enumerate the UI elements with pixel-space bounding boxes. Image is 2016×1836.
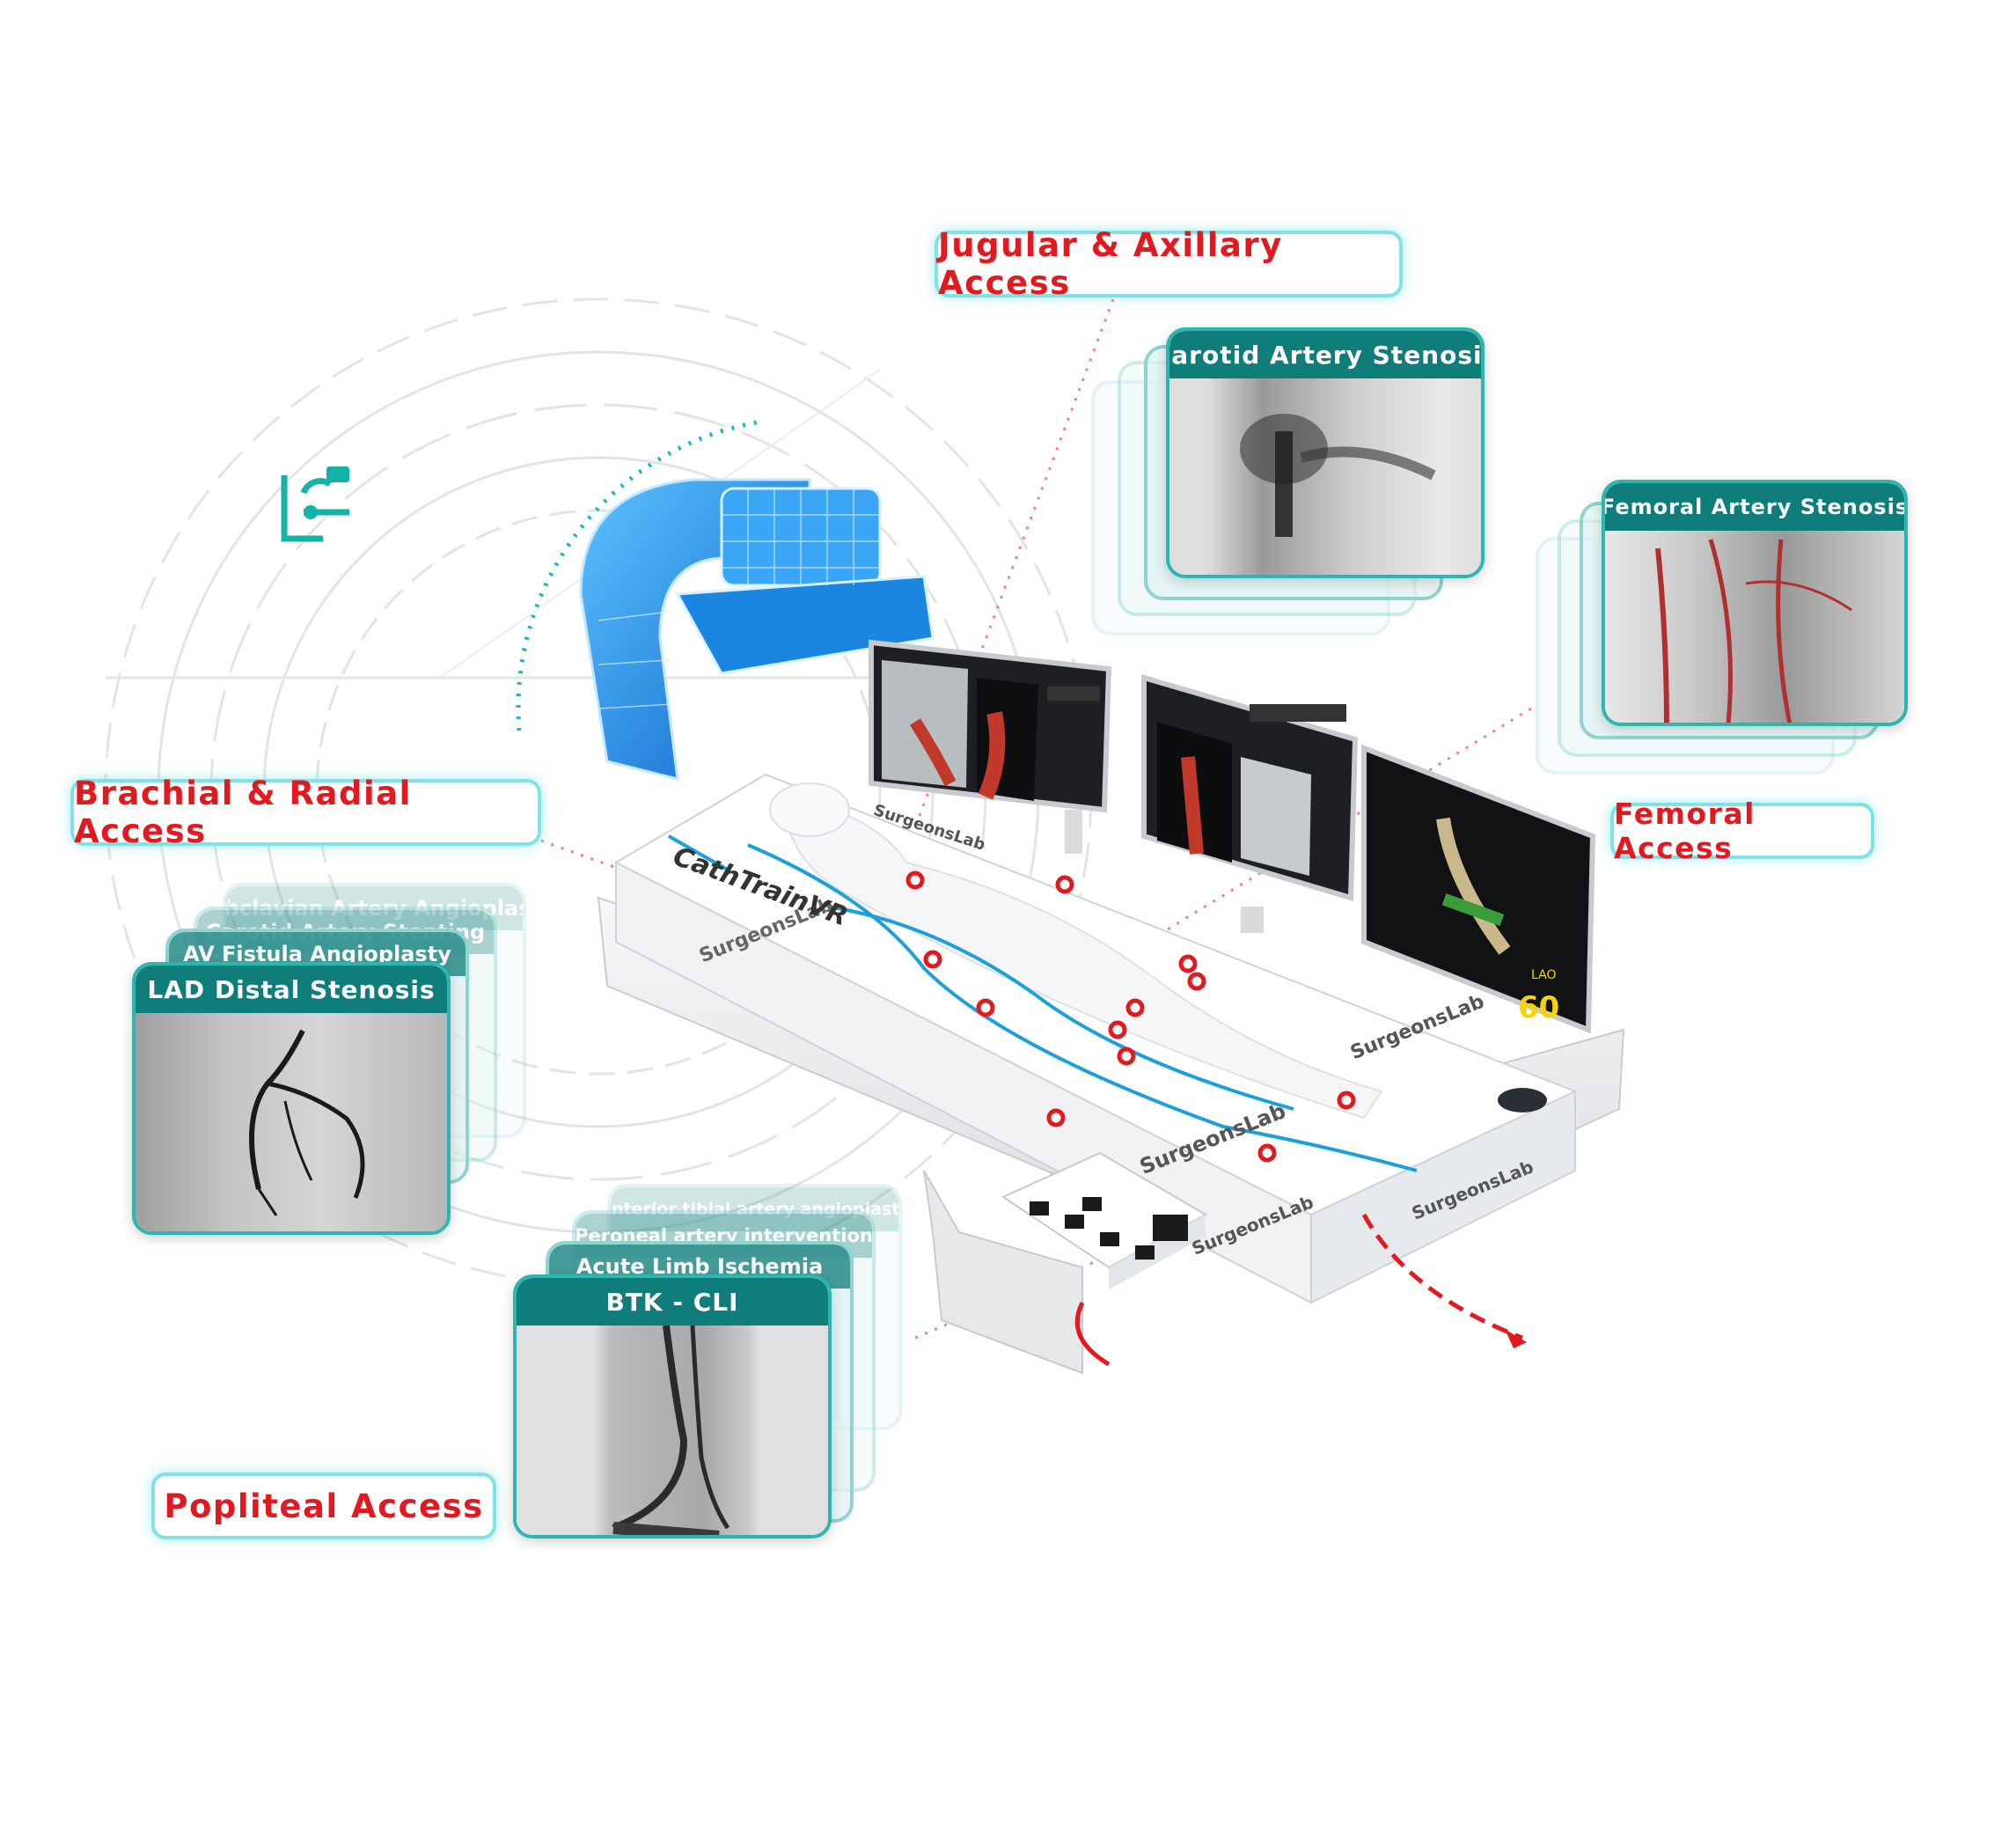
femoral-card[interactable]: Femoral Artery Stenosis [1602, 480, 1908, 726]
lad-distal-stenosis-card[interactable]: LAD Distal Stenosis [132, 962, 451, 1235]
femoral-card-title: Femoral Artery Stenosis [1605, 483, 1904, 531]
leg-vessels [612, 1325, 730, 1535]
simulator-table [597, 773, 1625, 1375]
btk-card-title: BTK - CLI [517, 1278, 828, 1326]
monitor-left [869, 639, 1112, 854]
c-arm-icon [281, 466, 349, 542]
lad-stack-card-1-title: Subclavian Artery Angioplasty [226, 886, 523, 930]
coronary-vessels [249, 1029, 365, 1216]
monitor-right [1361, 744, 1596, 1034]
c-arm-device [579, 478, 935, 781]
lad-angiogram [136, 1013, 447, 1231]
monitor-readout: 60 [1518, 990, 1560, 1025]
jugular-axillary-access-label: Jugular & Axillary Access [935, 226, 1403, 302]
femoral-access-label: Femoral Access [1610, 797, 1874, 865]
carotid-card[interactable]: Carotid Artery Stenosis [1166, 327, 1485, 578]
monitor-center [1141, 674, 1359, 933]
monitor-tag: LAO [1531, 968, 1557, 982]
carotid-xray-shading [1240, 414, 1436, 537]
popliteal-access-label: Popliteal Access [151, 1472, 496, 1539]
brachial-radial-access-label: Brachial & Radial Access [70, 775, 541, 850]
btk-cli-card[interactable]: BTK - CLI [513, 1274, 832, 1539]
btk-angiogram [517, 1325, 828, 1535]
btk-stack-card-1-title: Anterior tibial artery angioplasty [611, 1187, 898, 1231]
femoral-angiogram [1605, 531, 1904, 723]
femoral-vessels [1655, 539, 1852, 723]
lad-card-title: LAD Distal Stenosis [136, 966, 447, 1013]
carotid-card-title: Carotid Artery Stenosis [1169, 331, 1481, 378]
carotid-xray [1169, 378, 1481, 575]
